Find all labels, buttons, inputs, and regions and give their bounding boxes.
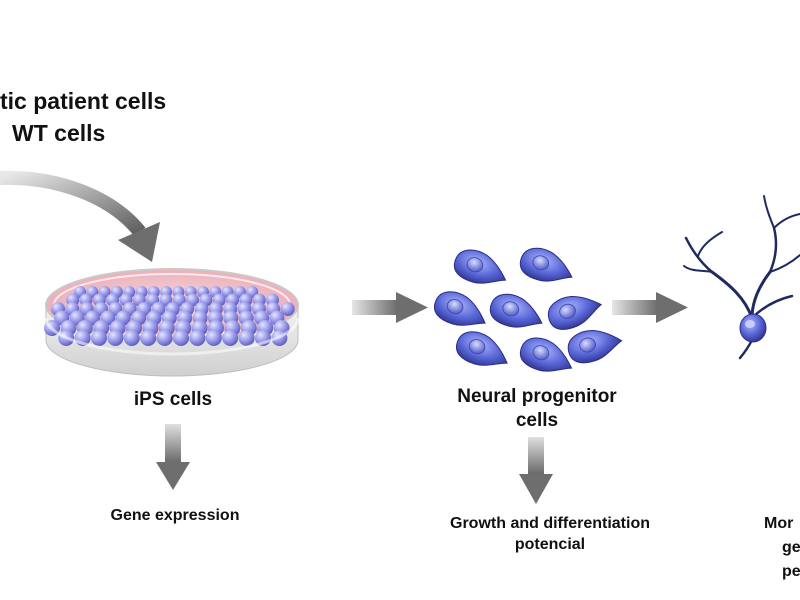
source-cells-label-line2: WT cells (12, 120, 106, 146)
growth-label-line1: Growth and differentiation (450, 515, 650, 532)
progenitor-cell (519, 337, 573, 372)
arrow-dish-to-npc (352, 292, 428, 323)
arrow-npc-to-neuron (612, 292, 688, 323)
progenitor-cell (547, 295, 603, 330)
ips-cell (238, 330, 255, 346)
progenitor-cell (519, 247, 573, 282)
arrow-ips-down (156, 424, 190, 490)
neuron-output-line2: ge (782, 539, 800, 556)
ips-cell (189, 330, 206, 346)
petri-dish (44, 268, 300, 377)
ips-cell-cluster (44, 286, 295, 346)
neuron-output-line3: pe (782, 563, 800, 580)
ips-cell (123, 330, 140, 346)
ips-cells-label: iPS cells (133, 389, 213, 410)
curved-arrow-to-dish (0, 170, 160, 262)
neural-progenitor-cells (434, 247, 623, 372)
neuron-output-line1: Mor (764, 515, 794, 532)
ips-cell (140, 330, 157, 346)
ips-cell (156, 330, 173, 346)
npc-label-line2: cells (515, 410, 559, 431)
progenitor-cell (456, 331, 508, 366)
source-cells-label-line1: tic patient cells (0, 88, 167, 114)
ips-cell (173, 330, 189, 346)
ips-cell (222, 330, 239, 346)
ips-cell (91, 330, 107, 346)
progenitor-cell (453, 249, 507, 284)
progenitor-cell (434, 291, 486, 326)
npc-label-line1: Neural progenitor (457, 386, 617, 407)
ips-cell (205, 330, 222, 346)
ips-cell (280, 302, 295, 316)
progenitor-cell (567, 329, 623, 364)
gene-expression-label: Gene expression (110, 507, 240, 524)
growth-label-line2: potencial (514, 536, 586, 553)
arrow-npc-down (519, 437, 553, 504)
neuron (683, 195, 800, 360)
progenitor-cell (489, 293, 543, 328)
ips-cell (107, 330, 124, 346)
